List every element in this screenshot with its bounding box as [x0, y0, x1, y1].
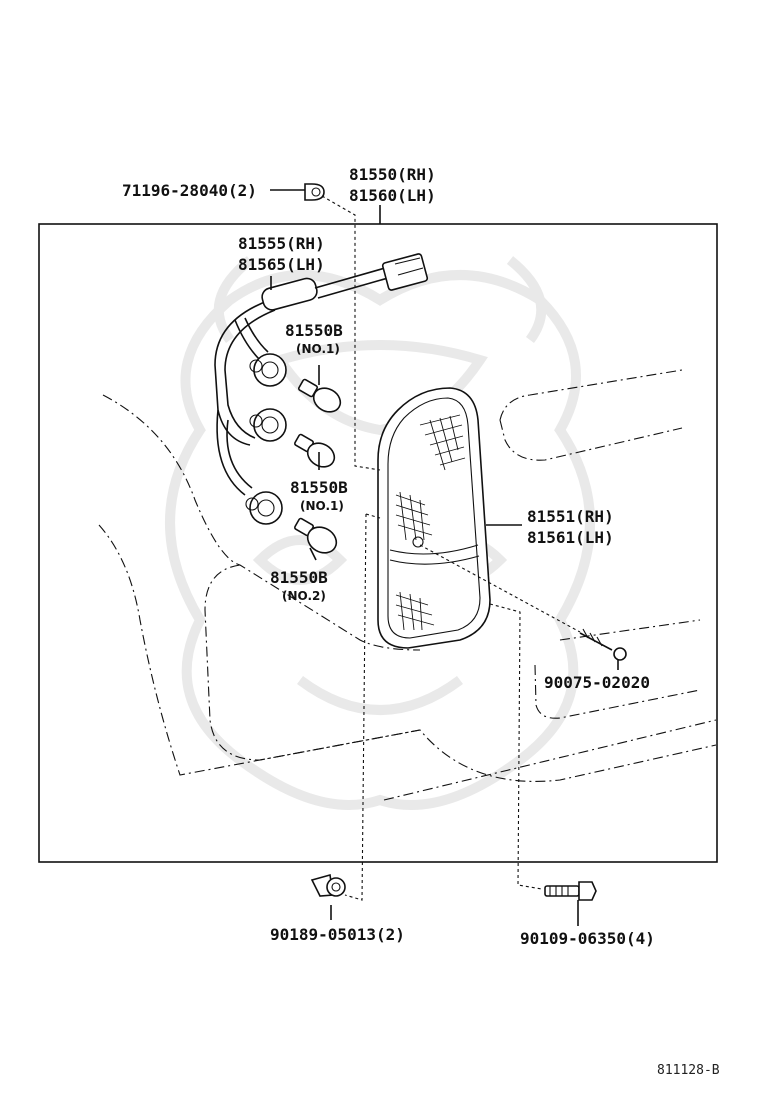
label-bolt-bottom: 90109-06350(4): [520, 929, 655, 948]
label-bulb3-part: 81550B: [270, 568, 328, 587]
label-lamp-assy-rh: 81550(RH): [349, 165, 436, 184]
label-bulb1-note: (NO.1): [296, 342, 340, 356]
screw-right-icon: [579, 628, 627, 661]
harness-connector: [381, 253, 429, 291]
bulb-1-icon: [298, 378, 342, 413]
label-socket-lh: 81565(LH): [238, 255, 325, 274]
leader-lines: [270, 205, 619, 926]
figure-code: 811128-B: [657, 1063, 720, 1078]
label-lens-lh: 81561(LH): [527, 528, 614, 547]
bolt-bottom-icon: [544, 881, 597, 901]
label-socket-rh: 81555(RH): [238, 234, 325, 253]
bulb-socket-1: [249, 353, 287, 387]
vehicle-body-outline: [98, 369, 717, 801]
watermark-emblem: [165, 256, 595, 810]
label-bulb2-note: (NO.1): [300, 499, 344, 513]
alignment-dashes: [321, 195, 581, 901]
label-bulb3-note: (NO.2): [282, 589, 326, 603]
callout-labels: 71196-28040(2) 81550(RH) 81560(LH) 81555…: [122, 165, 720, 1078]
assembly-frame: [38, 223, 718, 863]
bulb-2-icon: [294, 433, 336, 468]
lens-hatch-lower: [395, 591, 435, 631]
bulb-socket-2: [249, 408, 287, 442]
lens-hatch-middle: [395, 491, 433, 541]
label-clip-bottom: 90189-05013(2): [270, 925, 405, 944]
label-lens-rh: 81551(RH): [527, 507, 614, 526]
screw-top-icon: [270, 183, 325, 201]
clip-bottom-icon: [310, 873, 346, 897]
bulb-3-icon: [294, 517, 338, 554]
label-screw-top: 71196-28040(2): [122, 181, 257, 200]
label-lamp-assy-lh: 81560(LH): [349, 186, 436, 205]
bulb-socket-3: [245, 491, 283, 525]
lens-hatch-upper: [419, 414, 466, 471]
label-bulb2-part: 81550B: [290, 478, 348, 497]
label-bulb1-part: 81550B: [285, 321, 343, 340]
socket-and-wire-harness: [214, 253, 429, 525]
label-screw-right: 90075-02020: [544, 673, 650, 692]
rear-combination-lamp-lens: [377, 387, 491, 649]
